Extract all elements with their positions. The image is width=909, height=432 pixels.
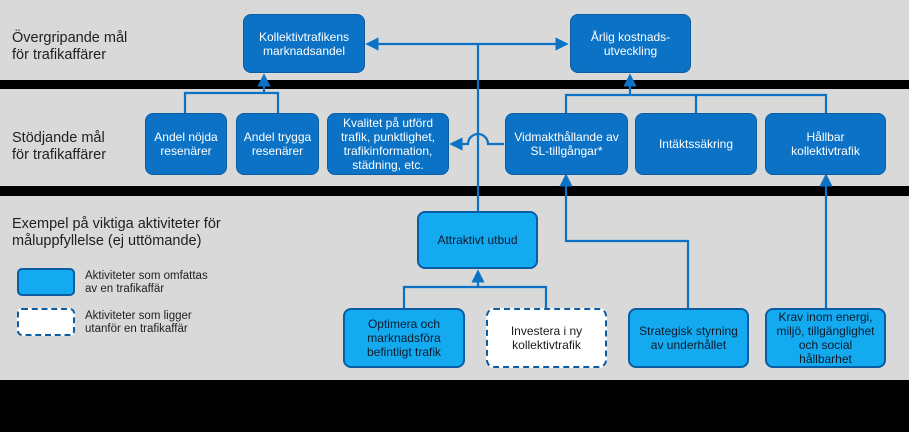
line-satisfied-up <box>183 91 264 113</box>
support-quality: Kvalitet på utförd trafik, punktlighet, … <box>327 113 449 175</box>
legend-text-outside: Aktiviteter som ligger utanför en trafik… <box>85 310 192 335</box>
arrow-to-maintenance <box>559 173 690 308</box>
goal-market-share: Kollektivtrafikens marknadsandel <box>243 14 365 73</box>
band-overall-goals <box>0 0 909 80</box>
activity-attractive: Attraktivt utbud <box>417 211 538 269</box>
row-label-supporting: Stödjande mål för trafikaffärer <box>12 130 107 163</box>
legend-text-inside: Aktiviteter som omfattas av en trafikaff… <box>85 270 208 295</box>
support-safe: Andel trygga resenärer <box>236 113 319 175</box>
activity-optimize: Optimera och marknadsföra befintligt tra… <box>343 308 465 368</box>
line-safe-up <box>264 91 280 113</box>
goal-annual-cost: Årlig kostnads- utveckling <box>570 14 691 73</box>
activity-invest: Investera i ny kollektivtrafik <box>486 308 607 368</box>
activity-requirements: Krav inom energi, miljö, tillgänglighet … <box>765 308 886 368</box>
support-maintenance: Vidmakthållande av SL-tillgångar* <box>505 113 628 175</box>
support-satisfied: Andel nöjda resenärer <box>145 113 227 175</box>
activity-strategic: Strategisk styrning av underhållet <box>628 308 749 368</box>
line-optimize-invest <box>402 285 548 308</box>
arrow-to-quality <box>449 132 504 151</box>
legend-swatch-inside <box>17 268 75 296</box>
legend-swatch-outside <box>17 308 75 336</box>
row-label-activities: Exempel på viktiga aktiviteter för målup… <box>12 216 221 249</box>
support-sustainable: Hållbar kollektivtrafik <box>765 113 886 175</box>
row-label-overall: Övergripande mål för trafikaffärer <box>12 30 128 63</box>
support-revenue: Intäktssäkring <box>635 113 757 175</box>
